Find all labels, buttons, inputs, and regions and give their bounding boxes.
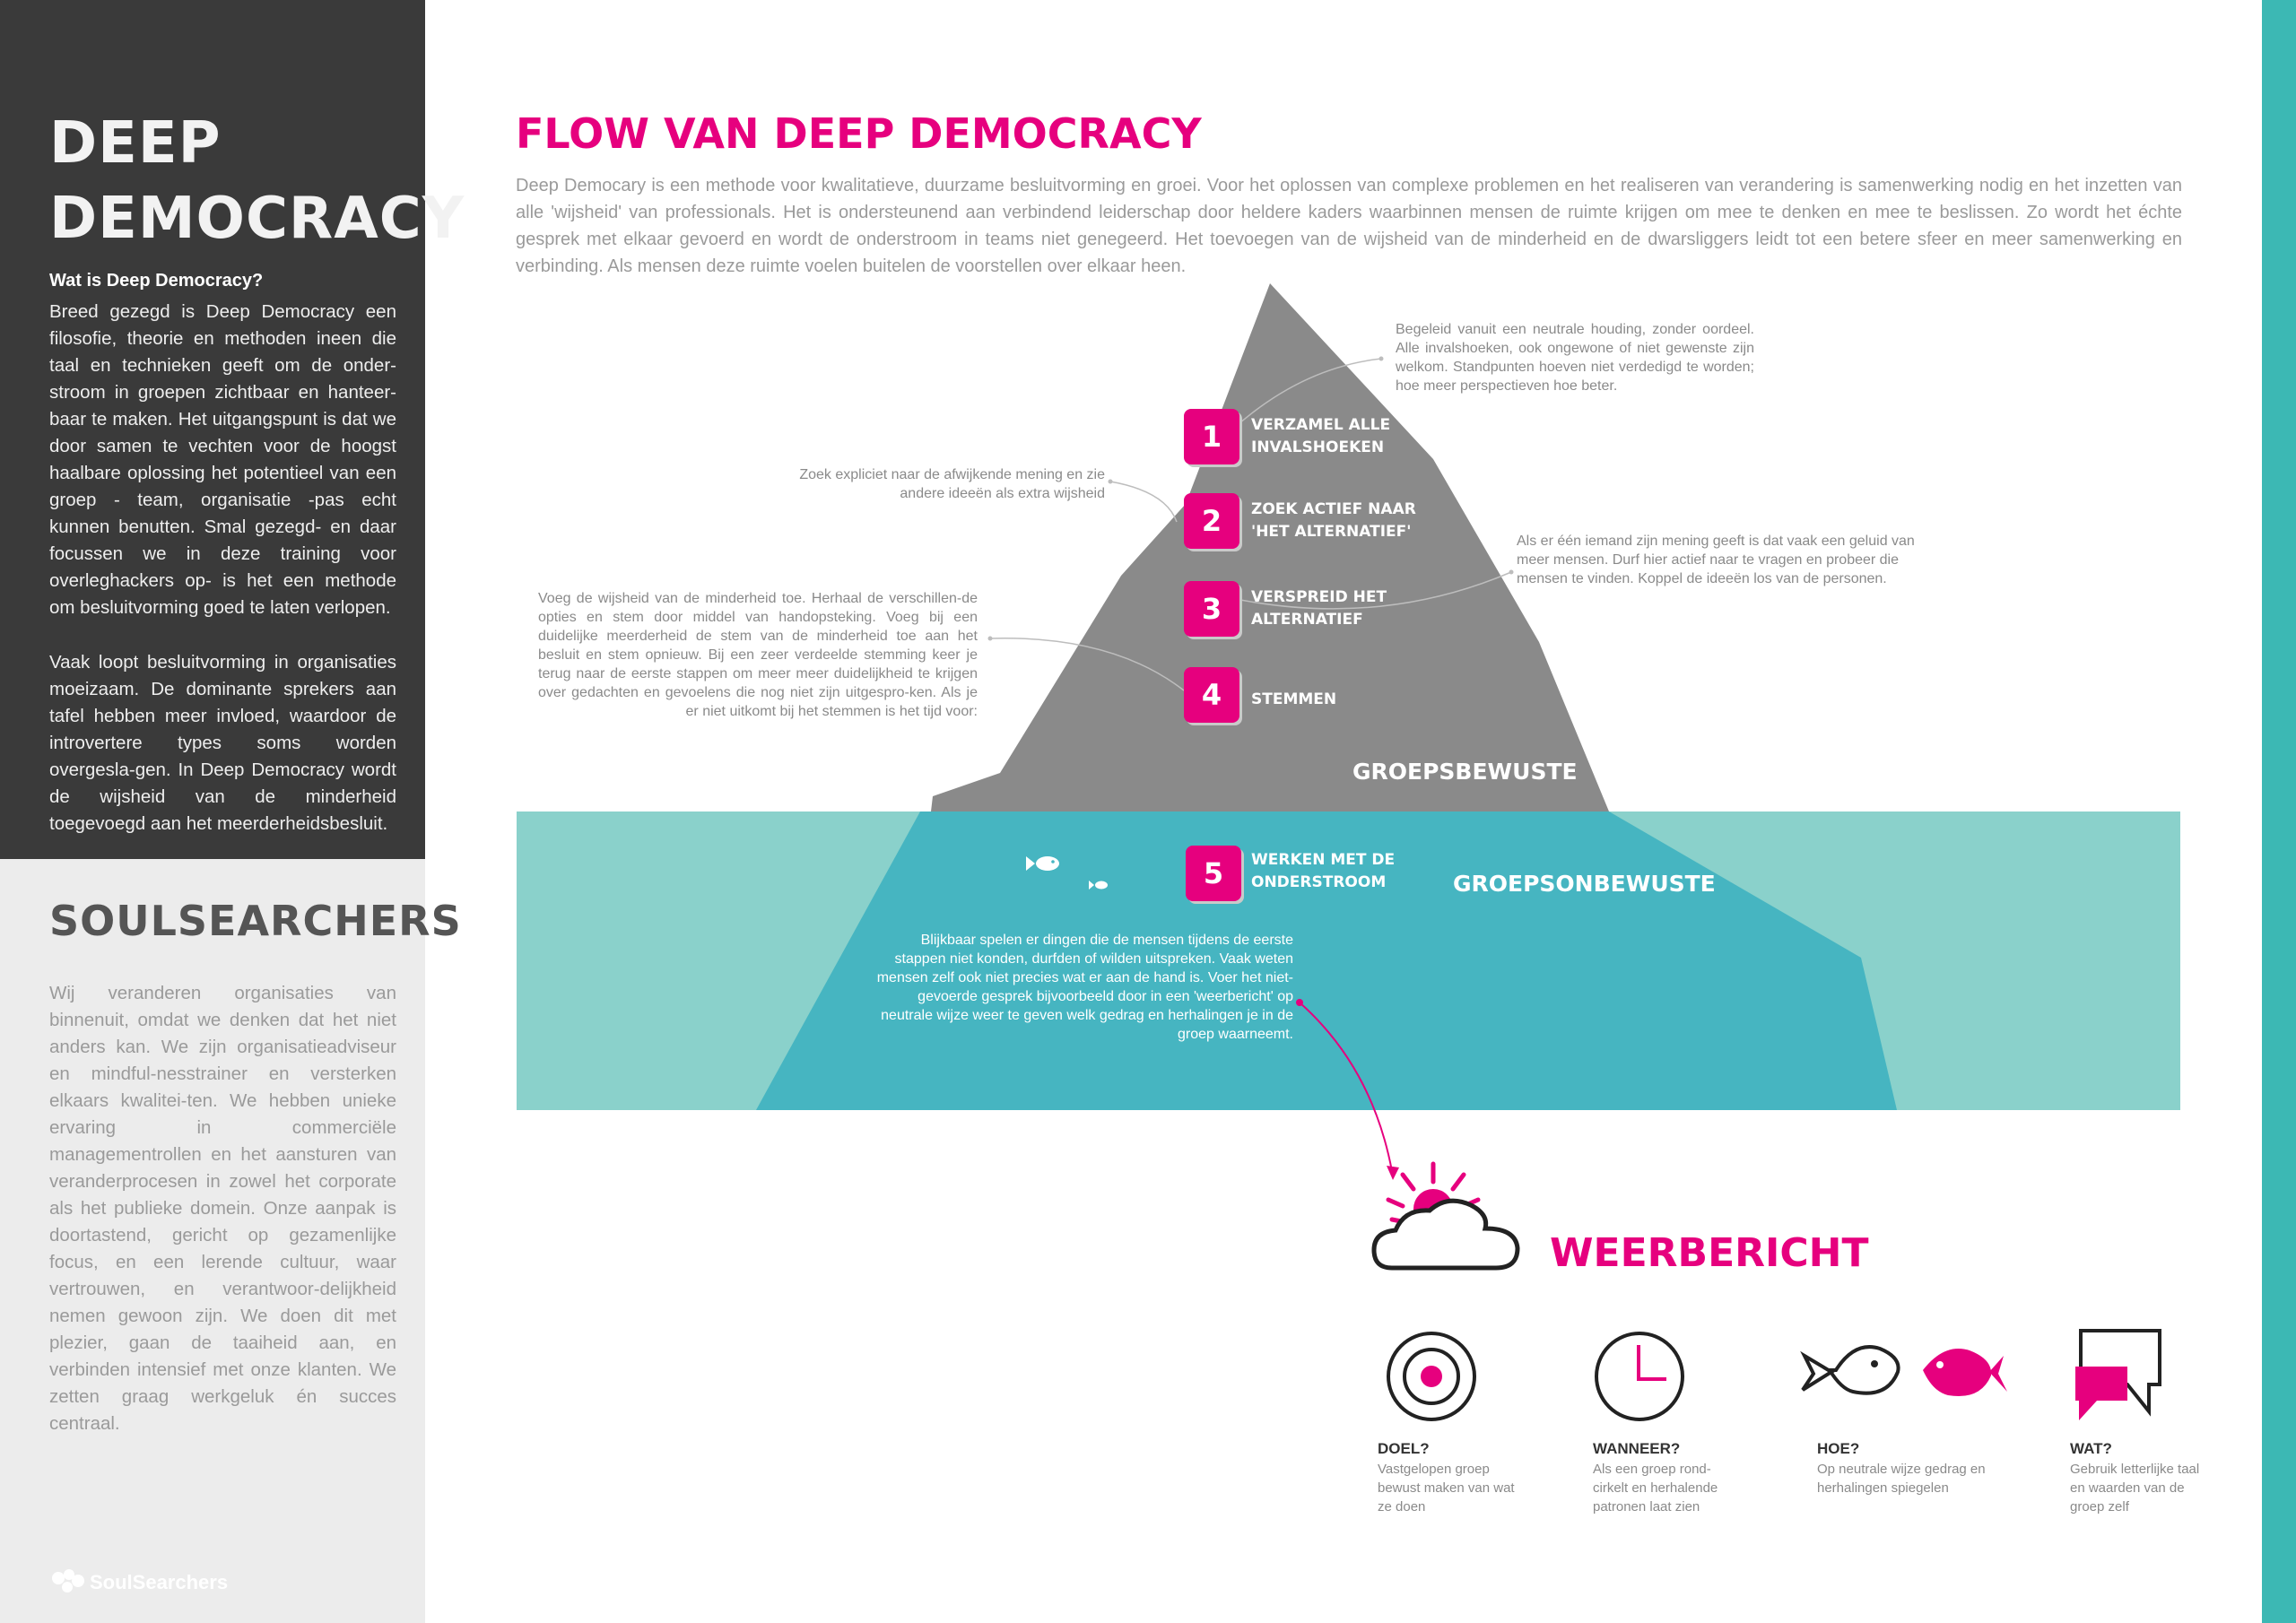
wat-heading: WAT? <box>2070 1440 2112 1457</box>
note-step-4: Voeg de wijsheid van de minderheid toe. … <box>538 591 978 719</box>
wanneer-text: Als een groep rond-cirkelt en herhalende… <box>1593 1462 1718 1515</box>
step-1-label: VERZAMEL ALLE INVALSHOEKEN <box>1251 416 1391 456</box>
zone-label-unaware: GROEPSONBEWUSTE <box>1453 871 1716 897</box>
step-3-badge: 3 <box>1184 581 1239 637</box>
page-title: FLOW VAN DEEP DEMOCRACY <box>516 109 1202 158</box>
logo-text: SoulSearchers <box>90 1571 229 1593</box>
right-accent-bar <box>2262 0 2296 1623</box>
weather-arrow <box>1299 1002 1393 1172</box>
note-step-1: Begeleid vanuit een neutrale houding, zo… <box>1396 322 1754 394</box>
step-2-badge: 2 <box>1184 493 1239 549</box>
soulsearchers-logo-icon <box>52 1569 84 1593</box>
sidebar-light-panel <box>0 859 425 1623</box>
connector-line-1 <box>1231 358 1382 431</box>
connector-line-4 <box>989 638 1185 691</box>
fish-icon <box>1800 1345 2007 1397</box>
wanneer-heading: WANNEER? <box>1593 1440 1681 1457</box>
connector-line-2 <box>1109 481 1178 523</box>
hoe-heading: HOE? <box>1817 1440 1860 1457</box>
soulsearchers-title: SOULSEARCHERS <box>49 897 462 945</box>
sidebar-paragraph-3: Wij veranderen organisaties van binnenui… <box>49 983 396 1434</box>
sidebar-paragraph-1: Breed gezegd is Deep Democracy een filos… <box>49 301 396 618</box>
step-3-label: VERSPREID HET ALTERNATIEF <box>1251 588 1387 629</box>
connector-line-3 <box>1235 571 1512 610</box>
wat-text: Gebruik letterlijke taal en waarden van … <box>2070 1462 2200 1515</box>
clock-icon <box>1595 1332 1684 1421</box>
doel-heading: DOEL? <box>1378 1440 1430 1457</box>
weather-sun-cloud-icon <box>1371 1161 1520 1271</box>
note-step-3: Als er één iemand zijn mening geeft is d… <box>1517 534 1915 586</box>
step-5-badge: 5 <box>1186 846 1241 901</box>
sidebar-paragraph-2: Vaak loopt besluitvorming in organisatie… <box>49 652 396 834</box>
step-4-label: STEMMEN <box>1251 690 1337 708</box>
note-step-2: Zoek expliciet naar de afwijkende mening… <box>799 467 1105 501</box>
zone-label-aware: GROEPSBEWUSTE <box>1352 759 1578 785</box>
hoe-text: Op neutrale wijze gedrag en herhalingen … <box>1817 1462 1986 1496</box>
weather-title: WEERBERICHT <box>1550 1230 1869 1276</box>
doel-text: Vastgelopen groep bewust maken van wat z… <box>1378 1462 1515 1515</box>
step-5-label: WERKEN MET DE ONDERSTROOM <box>1251 851 1396 891</box>
note-step-5: Blijkbaar spelen er dingen die de mensen… <box>876 933 1293 1042</box>
fish-small-icon <box>1026 856 1108 890</box>
sidebar-question: Wat is Deep Democracy? <box>49 271 264 291</box>
speech-bubbles-icon <box>2075 1329 2161 1420</box>
intro-text: Deep Democary is een methode voor kwalit… <box>516 176 2182 276</box>
iceberg-underwater <box>756 812 1897 1110</box>
sidebar-title-line1: DEEP <box>49 110 222 177</box>
target-icon <box>1387 1332 1476 1421</box>
step-1-badge: 1 <box>1184 409 1239 464</box>
step-2-label: ZOEK ACTIEF NAAR 'HET ALTERNATIEF' <box>1251 500 1416 541</box>
sidebar-dark-panel <box>0 0 425 859</box>
iceberg-tip <box>931 283 1609 812</box>
step-4-badge: 4 <box>1184 667 1239 723</box>
